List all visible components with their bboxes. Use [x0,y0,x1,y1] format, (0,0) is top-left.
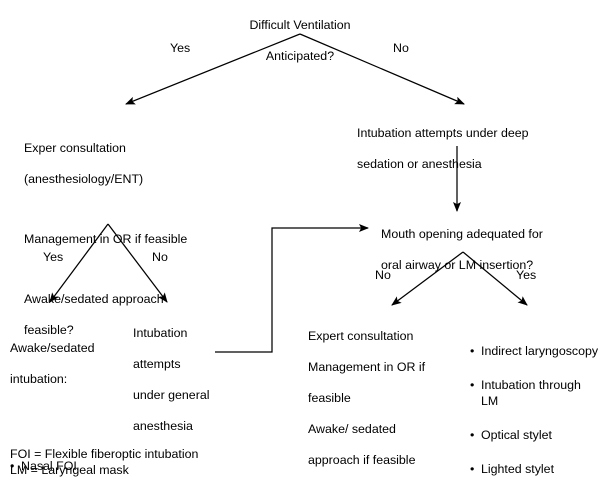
edge-label-top-no: No [393,41,409,55]
node-expert-consultation: Exper consultation (anesthesiology/ENT) … [24,110,239,370]
mouth-no-outcome-line-5: approach if feasible [308,453,416,468]
general-anesthesia-line-2: attempts [133,356,181,371]
awake-sedated-outcome-heading-line-2: intubation: [10,372,68,387]
edge-label-left-no: No [152,250,168,264]
mouth-no-outcome-line-1: Expert consultation [308,328,414,343]
node-deep-sedation-attempts: Intubation attempts under deep sedation … [357,110,587,188]
root-question-line-1: Difficult Ventilation [249,17,351,32]
mouth-yes-outcome-bullet-list: Indirect laryngoscopy Intubation through… [470,329,600,485]
mouth-no-outcome-line-3: feasible [308,390,351,405]
node-mouth-opening-yes-outcome: Indirect laryngoscopy Intubation through… [470,313,600,485]
general-anesthesia-line-1: Intubation [133,325,188,340]
mouth-opening-line-2: oral airway or LM insertion? [381,257,534,272]
node-general-anesthesia-outcome: Intubation attempts under general anesth… [133,310,233,450]
management-in-or-text: Management in OR if feasible [24,232,188,247]
mouth-no-outcome-line-2: Management in OR if [308,359,426,374]
expert-consultation-line-1: Exper consultation [24,141,126,156]
node-mouth-opening-question: Mouth opening adequated for oral airway … [381,211,600,289]
edge-label-mouth-opening-no: No [375,268,391,282]
legend-line-lm: LM = Laryngeal mask [10,463,129,477]
expert-consultation-line-2: (anesthesiology/ENT) [24,172,144,187]
awake-sedated-feasible-question: Awake/sedated approach feasible? [24,276,239,354]
list-item: Optical stylet [470,428,600,444]
legend-line-foi: FOI = Flexible fiberoptic intubation [10,447,199,461]
awake-sedated-outcome-heading-line-1: Awake/sedated [10,341,95,356]
root-question-line-2: Anticipated? [265,48,335,63]
node-mouth-opening-no-outcome: Expert consultation Management in OR if … [308,313,458,485]
list-item: Intubation through LM [470,378,600,409]
list-item: Indirect laryngoscopy [470,344,600,360]
deep-sedation-line-2: sedation or anesthesia [357,156,482,171]
mouth-no-outcome-line-4: Awake/ sedated [308,422,396,437]
list-item: Nasal FOI [10,459,130,475]
legend-abbreviations: FOI = Flexible fiberoptic intubation LM … [10,446,340,478]
awake-sedated-feasible-line-2: feasible? [24,323,74,338]
awake-sedated-feasible-line-1: Awake/sedated approach [24,291,164,306]
general-anesthesia-line-4: anesthesia [133,419,193,434]
edge-label-top-yes: Yes [170,41,191,55]
list-item: Lighted stylet [470,462,600,478]
spacer [10,419,130,428]
edge-label-mouth-opening-yes: Yes [516,268,537,282]
expert-consultation-para-1: Exper consultation (anesthesiology/ENT) [24,126,239,204]
mouth-opening-line-1: Mouth opening adequated for [381,226,543,241]
node-root-question: Difficult Ventilation Anticipated? [200,2,400,80]
edge-label-left-yes: Yes [43,250,64,264]
deep-sedation-line-1: Intubation attempts under deep [357,125,529,140]
general-anesthesia-line-3: under general [133,387,210,402]
node-awake-sedated-intubation-outcome: Awake/sedated intubation: Nasal FOI Opti… [10,310,130,485]
awake-sedated-outcome-heading: Awake/sedated intubation: [10,326,130,404]
awake-sedated-outcome-bullet-list: Nasal FOI Optical stylet Oral FOI [10,444,130,485]
